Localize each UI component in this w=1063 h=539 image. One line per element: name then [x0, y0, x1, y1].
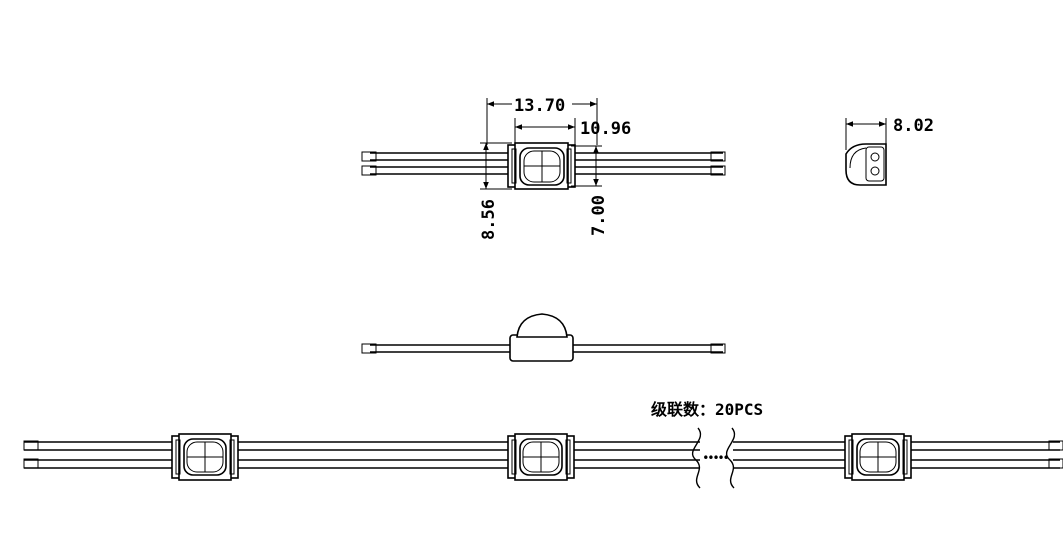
top-view-module: [507, 142, 576, 190]
dim-lens-width: 10.96: [514, 118, 631, 145]
dim-label-body-height: 7.00: [589, 195, 609, 236]
dim-label-overall-width: 13.70: [514, 96, 565, 116]
end-view: 8.02: [845, 116, 934, 186]
chain-view: ••••• 级联数：20PCS: [23, 400, 1063, 489]
dim-label-overall-height: 8.56: [479, 199, 499, 240]
chain-module-1: [171, 433, 239, 481]
dim-label-lens-width: 10.96: [580, 119, 631, 139]
chain-break: •••••: [691, 427, 735, 489]
chain-module-3: [844, 433, 912, 481]
chain-ellipsis-dots: •••••: [702, 451, 728, 465]
dim-body-height: 7.00: [571, 145, 609, 236]
chain-count-note: 级联数：20PCS: [651, 400, 763, 419]
dim-overall-height: 8.56: [479, 142, 512, 240]
front-view: [361, 313, 726, 362]
dim-overall-width: 13.70: [486, 96, 598, 145]
dim-side-depth: 8.02: [845, 116, 934, 150]
dim-label-side-depth: 8.02: [893, 116, 934, 136]
top-view: 13.70 10.96 8.56 7.00: [361, 96, 726, 240]
chain-module-2: [507, 433, 575, 481]
